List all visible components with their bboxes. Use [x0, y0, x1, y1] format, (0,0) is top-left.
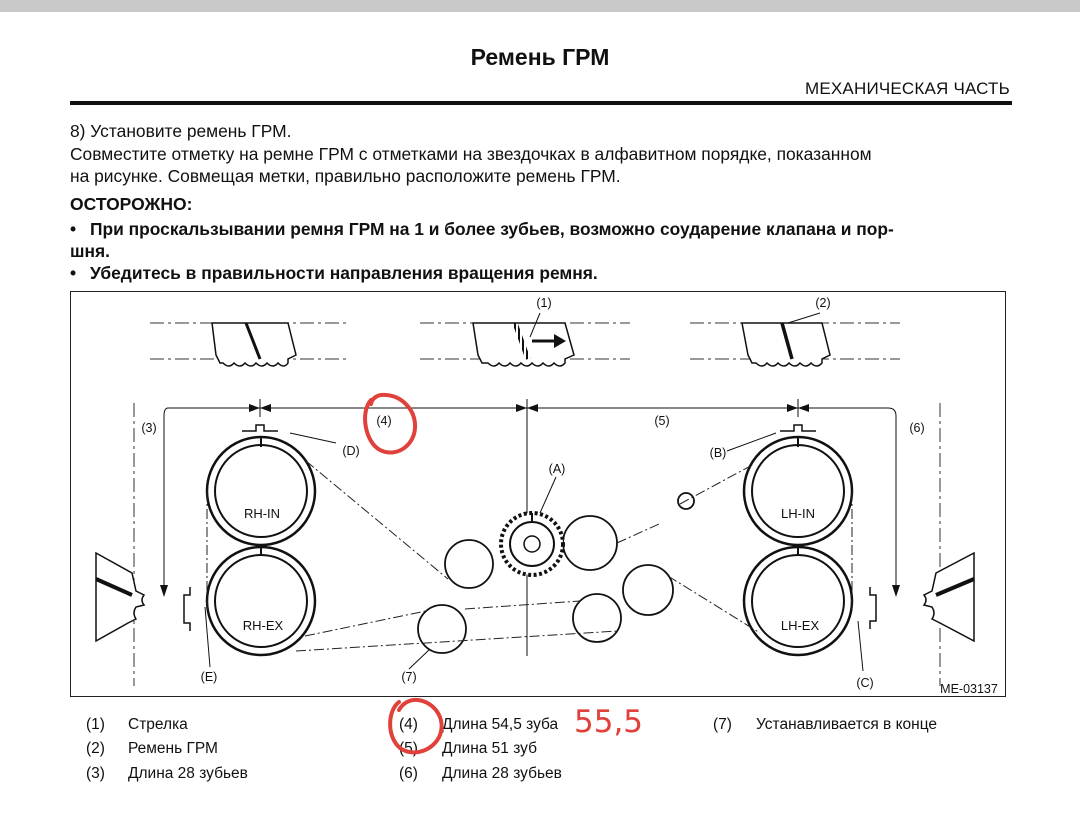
legend-num-5: (5) — [399, 740, 418, 757]
legend-num-6: (6) — [399, 765, 418, 782]
pulley-label-rh-in: RH-IN — [244, 506, 280, 521]
legend-text-1: Стрелка — [128, 716, 188, 733]
pulley-label-lh-ex: LH-EX — [781, 618, 820, 633]
callout-1: (1) — [536, 296, 551, 310]
step-text: 8) Установите ремень ГРМ. — [70, 121, 292, 141]
callout-4: (4) — [376, 414, 391, 428]
dimension-arrows — [160, 404, 900, 597]
top-bar — [0, 0, 1080, 12]
section-label: МЕХАНИЧЕСКАЯ ЧАСТЬ — [804, 79, 1010, 98]
cam-markers — [242, 424, 816, 432]
legend-text-2: Ремень ГРМ — [128, 740, 218, 757]
handwritten-note: 55,5 — [574, 704, 644, 740]
header-rule — [70, 101, 1012, 105]
callout-7: (7) — [401, 670, 416, 684]
bullet: • — [70, 263, 77, 283]
warning-item-1-cont: шня. — [70, 241, 110, 261]
belt-detail-side-right — [922, 551, 975, 643]
warning-item-1-text: При проскальзывании ремня ГРМ на 1 и бол… — [90, 219, 894, 239]
crank-markers — [183, 587, 877, 631]
legend-text-3: Длина 28 зубьев — [128, 765, 248, 782]
mark-b: (B) — [710, 446, 727, 460]
callout-6: (6) — [909, 421, 924, 435]
figure-frame — [70, 291, 1006, 697]
pulleys — [205, 435, 854, 657]
pulley-label-rh-ex: RH-EX — [243, 618, 284, 633]
callout-5: (5) — [654, 414, 669, 428]
callout-2: (2) — [815, 296, 830, 310]
belt-detail-right — [741, 322, 831, 367]
legend-text-5: Длина 51 зуб — [442, 740, 537, 757]
mark-e: (E) — [201, 670, 218, 684]
belt-path — [206, 460, 853, 652]
legend-num-4: (4) — [399, 716, 418, 733]
figure-code: ME-03137 — [940, 682, 998, 696]
belt-detail-arrow — [472, 322, 575, 367]
mark-a: (A) — [549, 462, 566, 476]
legend-text-6: Длина 28 зубьев — [442, 765, 562, 782]
bullet: • — [70, 219, 77, 239]
warning-item-2-text: Убедитесь в правильности направления вра… — [90, 263, 598, 283]
warning-item-2: • Убедитесь в правильности направления вр… — [70, 262, 1015, 284]
page-title: Ремень ГРМ — [470, 44, 610, 70]
callout-3: (3) — [141, 421, 156, 435]
mark-d: (D) — [342, 444, 359, 458]
mark-c: (C) — [856, 676, 873, 690]
legend-num-2: (2) — [86, 740, 105, 757]
legend-num-7: (7) — [713, 716, 732, 733]
pulley-label-lh-in: LH-IN — [781, 506, 815, 521]
timing-belt-diagram: RH-IN RH-EX LH-IN LH-EX (1) (2) (3) (4) … — [95, 296, 998, 696]
legend-text-7: Устанавливается в конце — [756, 716, 938, 733]
pulley-marks — [260, 437, 799, 555]
legend-text-4: Длина 54,5 зуба — [442, 716, 559, 733]
legend-num-1: (1) — [86, 716, 105, 733]
instruction-line-1: Совместите отметку на ремне ГРМ с отметк… — [70, 144, 872, 164]
instruction-line-2: на рисунке. Совмещая метки, правильно ра… — [70, 166, 621, 186]
leader-lines — [204, 312, 864, 672]
warning-item-1: • При проскальзывании ремня ГРМ на 1 и бо… — [70, 218, 1015, 240]
warning-title: ОСТОРОЖНО: — [70, 194, 193, 214]
belt-detail-left — [211, 322, 297, 367]
belt-detail-side-left — [95, 551, 146, 643]
legend-num-3: (3) — [86, 765, 105, 782]
